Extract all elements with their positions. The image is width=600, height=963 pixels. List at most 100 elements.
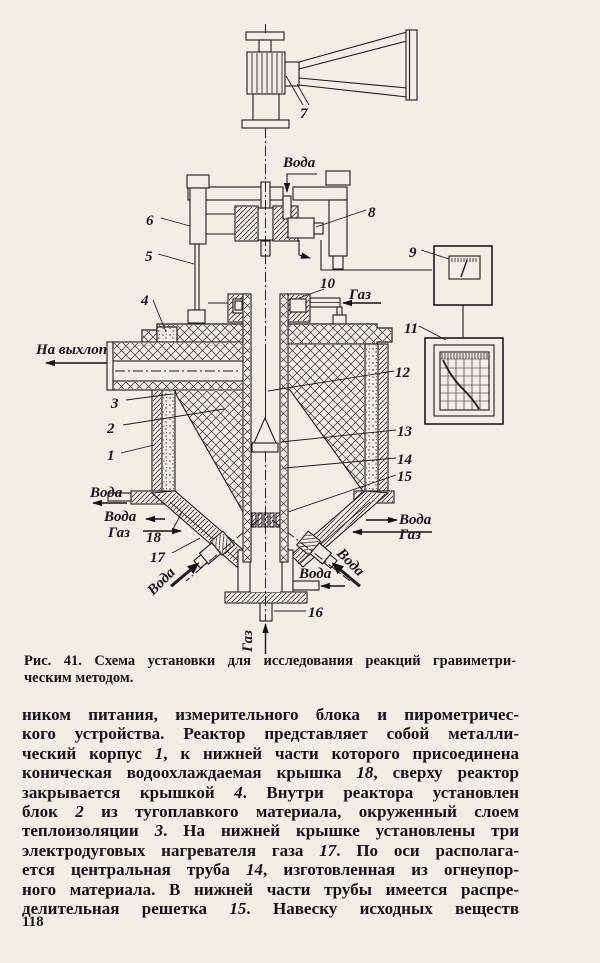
leader-11: [418, 325, 447, 341]
right-column: [328, 199, 348, 257]
hatch-fill: [379, 345, 387, 491]
heater-left-17: [170, 530, 236, 588]
part-label-14: 14: [397, 452, 413, 468]
hatch-fill: [176, 391, 242, 510]
hatch-fill: [236, 207, 257, 240]
water-label-heater-left: Вода: [144, 564, 179, 599]
hatch-fill: [114, 343, 242, 360]
leader-7b: [296, 83, 310, 106]
meter-needle: [460, 259, 468, 278]
gas-label-top: Газ: [348, 287, 371, 303]
bracket-struts: [298, 31, 408, 98]
caption-line-2: ческим методом.: [24, 670, 134, 686]
text-line: ется центральная труба 14, изготовленная…: [22, 860, 520, 880]
part-label-16: 16: [308, 605, 324, 621]
balance-cylinder-stripes: [249, 53, 283, 93]
balance-stem: [258, 39, 272, 53]
chart-tick-row: [441, 353, 488, 359]
dots-fill: [163, 391, 174, 491]
part-label-10: 10: [320, 276, 336, 292]
page-number: 118: [22, 914, 44, 930]
hatch-fill: [289, 345, 364, 492]
hatch-fill: [244, 295, 250, 561]
leader-6: [160, 217, 191, 227]
balance-mechanism: [241, 29, 418, 129]
figure-41-diagram: 7 6 5 4 3 2 1 8 9 10 11 12 13 14 15 16 1…: [0, 4, 600, 659]
water-flow-arrowhead: [331, 562, 344, 574]
exhaust-label: На выхлоп: [35, 342, 107, 358]
part-label-8: 8: [368, 205, 376, 221]
part-label-2: 2: [106, 421, 115, 437]
text-line: теплоизоляции 3. На нижней крышке устано…: [22, 821, 519, 841]
duct-end-cap: [106, 341, 114, 391]
flow-arrows: [45, 299, 432, 654]
fitting-part-8: [287, 217, 315, 239]
text-line: делительная решетка 15. Навеску исходных…: [22, 899, 520, 919]
right-bolt-head: [325, 170, 351, 186]
part-label-1: 1: [107, 448, 115, 464]
hatch-fill: [281, 295, 287, 561]
part-label-3: 3: [110, 396, 119, 412]
left-bolt-head: [186, 174, 210, 189]
neck-bolt-left: [234, 300, 243, 311]
leader-12: [267, 370, 395, 392]
neck-slot-right: [289, 298, 307, 313]
hatch-fill: [153, 391, 161, 491]
beam-assembly: [186, 170, 432, 324]
lid-bolt-base: [332, 314, 347, 325]
leader-3: [125, 393, 173, 401]
part-label-6: 6: [146, 213, 154, 229]
water-flow-arrowhead: [187, 562, 200, 574]
crucible-dish: [251, 442, 279, 453]
bracket-bar: [405, 29, 418, 101]
text-line: кого устройства. Реактор представляет со…: [22, 724, 519, 744]
water-label-right-out: Вода: [398, 512, 432, 528]
water-outlet-elbow: [298, 240, 311, 259]
central-tube-walls-14: [242, 293, 289, 563]
leader-10: [298, 288, 325, 299]
part-label-5: 5: [145, 249, 153, 265]
water-label-heater-right: Вода: [332, 545, 367, 580]
caption-line-1: Рис. 41. Схема установки для исследовани…: [24, 653, 516, 669]
leader-4: [152, 299, 167, 333]
beam-bar-right: [292, 186, 348, 201]
part-label-15: 15: [397, 469, 413, 485]
water-label-top: Вода: [282, 155, 316, 171]
water-label-left-2: Вода: [103, 509, 137, 525]
wire-to-meter: [320, 240, 432, 271]
water-outlet-pipe-left: [107, 492, 132, 502]
leader-15: [287, 474, 397, 513]
recorder-unit-11: [424, 337, 504, 425]
bracket-hub: [284, 61, 300, 87]
balance-column: [252, 93, 280, 121]
body-text: ником питания, измерительного блока и пи…: [22, 705, 519, 918]
part-label-11: 11: [404, 321, 418, 337]
text-line: ческий корпус 1, к нижней части которого…: [22, 743, 519, 763]
part-label-12: 12: [395, 365, 411, 381]
leader-14: [284, 457, 397, 469]
balance-base: [241, 119, 290, 129]
leader-9: [420, 249, 450, 260]
rod-foot-block: [187, 309, 206, 324]
leader-1: [120, 444, 155, 454]
text-line: коническая водоохлаждаемая крышка 18, св…: [22, 763, 519, 783]
leader-lines: [120, 75, 450, 612]
leader-17: [171, 537, 201, 554]
axis-lines: [115, 24, 351, 621]
balance-knob: [245, 31, 285, 41]
recorded-curve: [442, 359, 480, 410]
hatch-fill: [211, 532, 233, 554]
heater-axis-left: [185, 519, 259, 582]
leader-8: [315, 209, 367, 228]
text-line: ного материала. В нижней части трубы име…: [22, 879, 519, 899]
heater-axis-right: [271, 519, 351, 582]
part-label-9: 9: [409, 245, 417, 261]
hatch-fill: [132, 492, 175, 503]
bottom-water-pipe: [292, 580, 320, 591]
measuring-unit-9: [433, 245, 493, 338]
water-label-bottom-right: Вода: [298, 566, 332, 582]
part-label-4: 4: [140, 293, 149, 309]
cooling-water-tube: [282, 195, 292, 220]
hatch-fill: [289, 325, 391, 343]
